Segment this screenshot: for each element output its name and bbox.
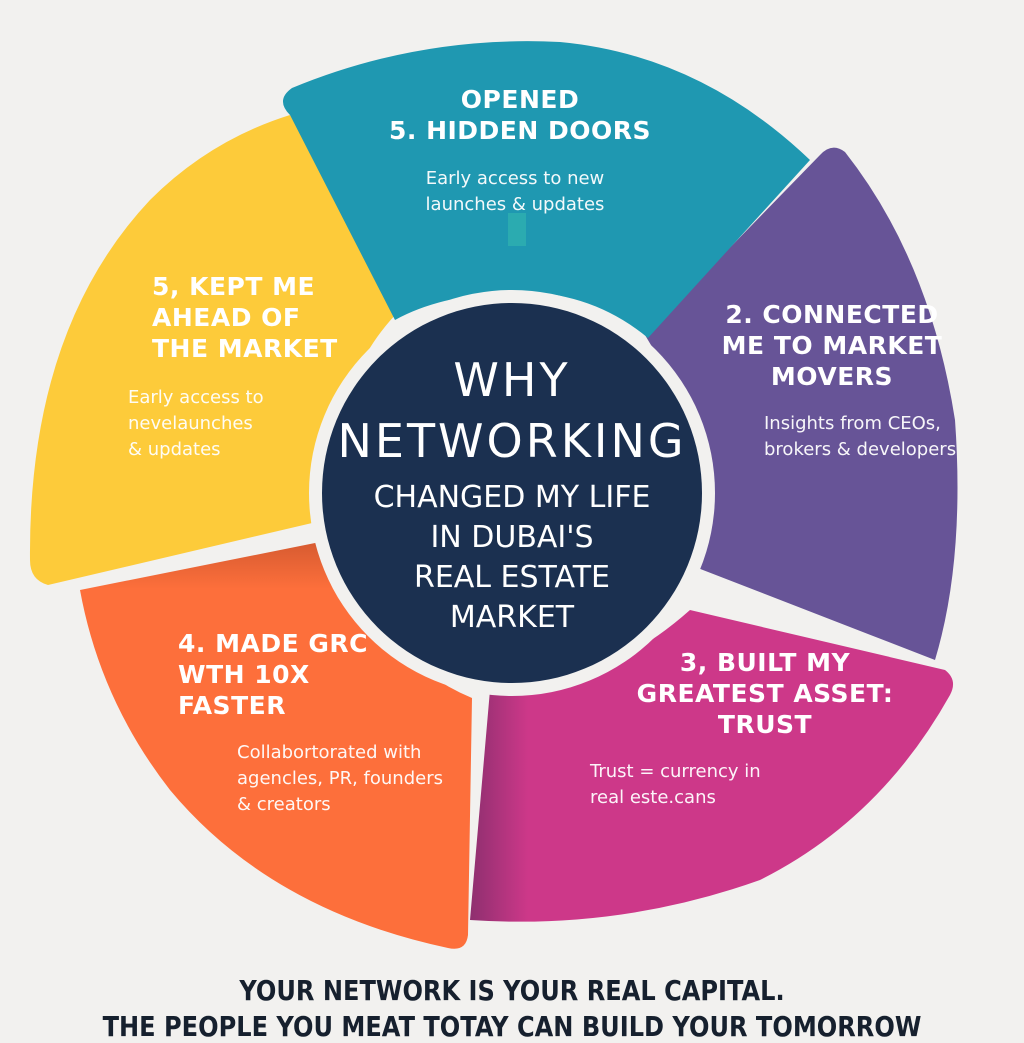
segment-magenta — [470, 610, 954, 922]
center-title-why: WHY — [453, 353, 571, 407]
segment-orange — [80, 540, 472, 949]
segment-purple — [645, 147, 958, 661]
center-subtitle: CHANGED MY LIFE IN DUBAI'S REAL ESTATE M… — [373, 480, 651, 635]
segment-yellow — [29, 115, 400, 585]
segment-purple-body: Insights from CEOs, brokers & developers — [764, 413, 957, 460]
segment-yellow-title: 5, KEPT ME AHEAD OF THE MARKET — [152, 272, 338, 363]
teal-artifact-mark — [508, 213, 526, 246]
center-circle — [322, 303, 702, 683]
segment-teal-body: Early access to new launches & updates — [425, 168, 605, 215]
segment-magenta-body: Trust = currency in real este.cans — [590, 761, 761, 808]
footer-tagline-line2: THE PEOPLE YOU MEAT TOTAY CAN BUILD YOUR… — [102, 1010, 922, 1043]
segment-magenta-title: 3, BUILT MY GREATEST ASSET: TRUST — [636, 648, 894, 739]
footer-tagline-line1: YOUR NETWORK IS YOUR REAL CAPITAL. — [239, 974, 785, 1007]
segment-orange-title: 4. MADE GRC WTH 10X FASTER — [178, 629, 368, 720]
segment-teal-title: OPENED 5. HIDDEN DOORS — [388, 85, 652, 145]
segment-purple-title: 2. CONNECTED ME TO MARKET MOVERS — [721, 300, 943, 391]
segment-teal — [282, 41, 810, 338]
segment-yellow-body: Early access to nevelaunches & updates — [128, 387, 264, 460]
segment-orange-body: Collabortorated with agencles, PR, found… — [237, 742, 443, 815]
center-title-networking: NETWORKING — [337, 414, 687, 468]
